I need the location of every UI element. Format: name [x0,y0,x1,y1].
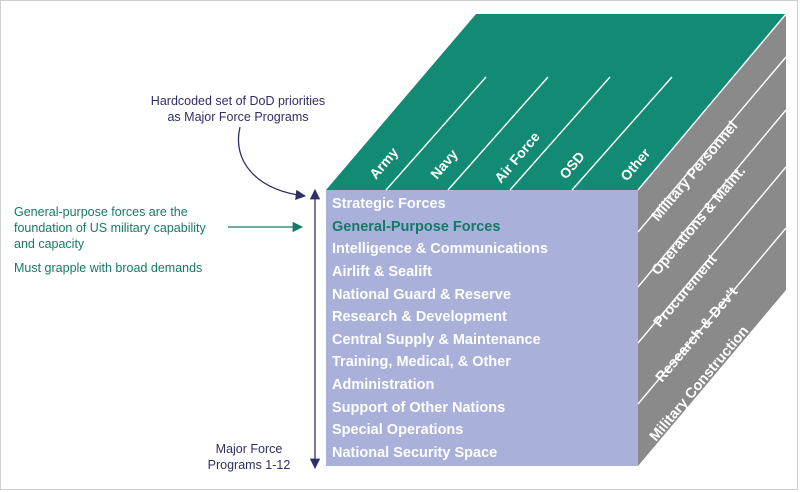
row-intelligence-communications: Intelligence & Communications [332,241,548,257]
row-strategic-forces: Strategic Forces [332,196,446,212]
row-support-other-nations: Support of Other Nations [332,400,506,416]
row-national-security-space: National Security Space [332,445,498,461]
cube-side-face [638,14,786,466]
annotation-mfp-line1: Major Force [215,442,283,456]
annotation-dod-priorities-line1: Hardcoded set of DoD priorities [150,94,326,108]
annotation-major-force-programs: Major Force Programs 1-12 [190,441,308,473]
row-special-operations: Special Operations [332,422,464,438]
annotation-dod-priorities: Hardcoded set of DoD priorities as Major… [118,93,358,125]
row-national-guard-reserve: National Guard & Reserve [332,287,511,303]
side-face-dividers [637,56,787,405]
row-administration: Administration [332,377,435,393]
row-airlift-sealift: Airlift & Sealift [332,264,432,280]
row-research-development: Research & Development [332,309,507,325]
row-training-medical-other: Training, Medical, & Other [332,354,511,370]
row-general-purpose-forces: General-Purpose Forces [332,219,501,235]
row-central-supply-maintenance: Central Supply & Maintenance [332,332,541,348]
cube-front-face [326,190,638,466]
top-face-dividers [385,13,787,191]
annotation-general-purpose-line3: and capacity [14,237,85,251]
annotation-dod-priorities-line2: as Major Force Programs [167,110,309,124]
top-annotation-arrow [237,126,307,201]
annotation-general-purpose-line2: foundation of US military capability [14,221,206,235]
annotation-mfp-line2: Programs 1-12 [207,458,291,472]
cube-top-face [326,14,786,190]
annotation-general-purpose-line1: General-purpose forces are the [14,205,188,219]
annotation-broad-demands: Must grapple with broad demands [14,261,203,275]
annotation-general-purpose: General-purpose forces are the foundatio… [14,204,244,276]
